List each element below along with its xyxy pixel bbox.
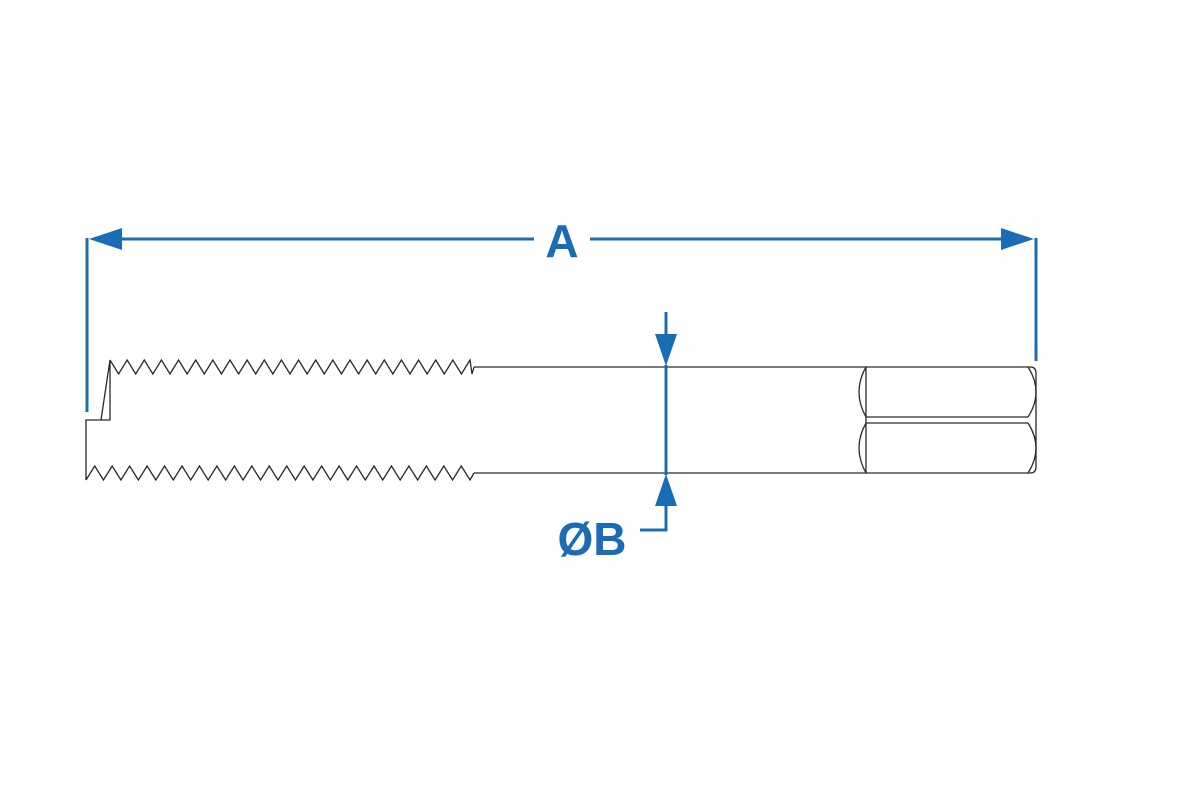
dimension-a: A [85,215,1038,412]
bottom-thread [85,464,475,482]
arrow-left-icon [89,228,122,250]
top-thread [109,358,475,376]
tap-outline [85,358,1037,482]
dimension-b-bottom-leader [640,500,668,532]
arrow-right-icon [1001,228,1034,250]
arrow-down-icon [655,334,677,366]
dimension-b-label: ØB [558,513,627,565]
dimension-b: ØB [558,312,677,565]
dimension-a-label: A [545,215,578,267]
arrow-up-icon [655,474,677,506]
tap-tip [85,359,111,480]
square-drive [858,366,1037,474]
